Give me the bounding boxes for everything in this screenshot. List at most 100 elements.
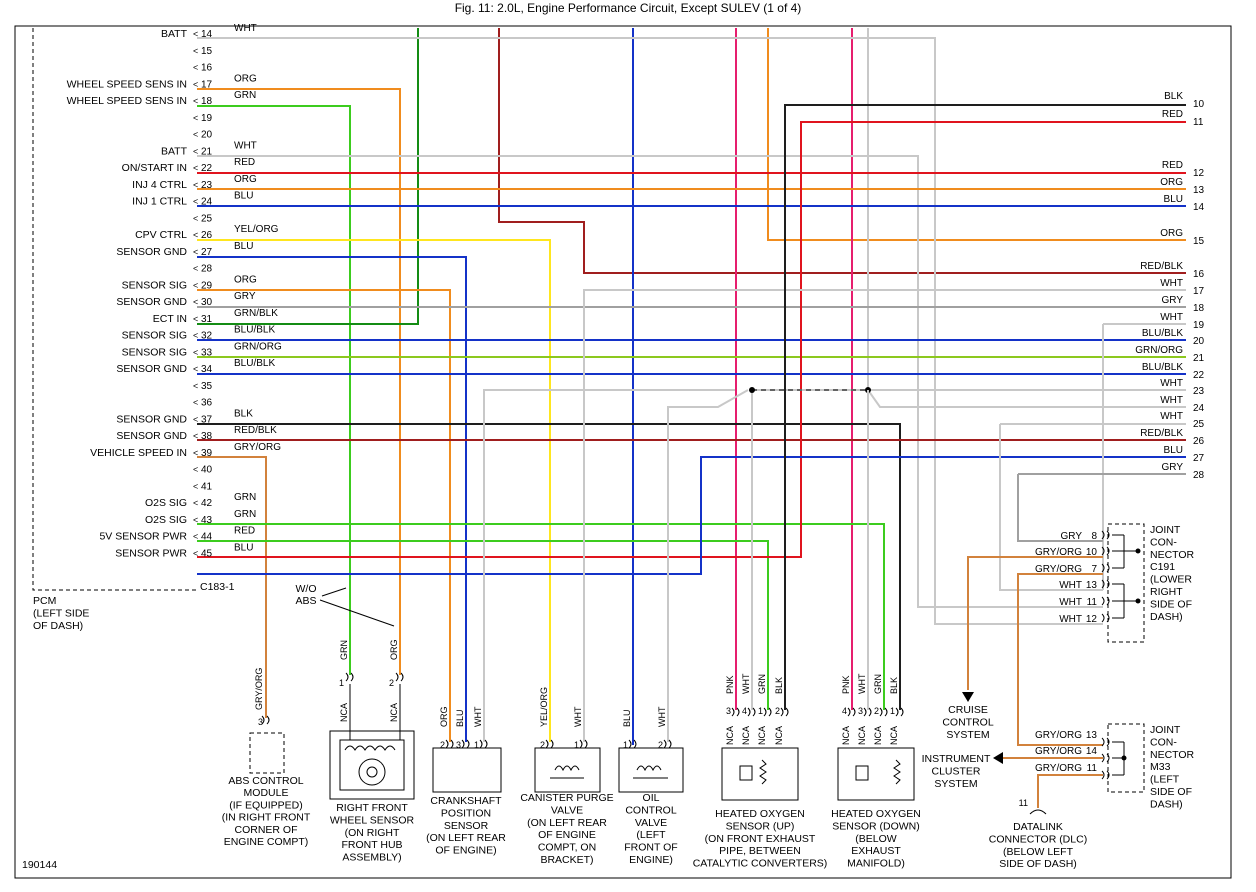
pcm-pin-color: GRN	[234, 492, 256, 503]
pcm-pin-color: BLU	[234, 191, 253, 202]
pcm-pin-color: YEL/ORG	[234, 224, 279, 235]
wheel-pin: 2	[389, 678, 394, 688]
pcm-pin-name: SENSOR GND	[116, 296, 187, 308]
terminal-color: WHT	[1160, 395, 1183, 406]
pcm-pin-number: 44	[201, 532, 213, 543]
wheel-label-line: FRONT HUB	[341, 839, 402, 851]
pcm-label-line: (LEFT SIDE	[33, 607, 89, 619]
m33-label-line: (LEFT	[1150, 774, 1180, 786]
terminal-color: WHT	[1160, 411, 1183, 422]
terminal-number: 15	[1193, 236, 1205, 247]
cluster-arrow-icon	[993, 752, 1003, 764]
ho2s-down-label-line: EXHAUST	[851, 845, 901, 857]
ho2s-up-wire-color: GRN	[757, 674, 767, 694]
pcm-pin-color: ORG	[234, 274, 257, 285]
ckp-wire-color: ORG	[439, 706, 449, 727]
ckp-wire-color: WHT	[473, 706, 483, 727]
wheel-hub	[366, 766, 378, 778]
ho2s-up-box	[721, 747, 799, 801]
c191-wire-color: WHT	[1059, 597, 1082, 608]
m33-label-line: CON-	[1150, 736, 1177, 748]
ocv-label-line: (LEFT	[636, 829, 666, 841]
wheel-wire-color: ORG	[389, 639, 399, 660]
pcm-pin-number: 34	[201, 364, 213, 375]
m33-wire-color: GRY/ORG	[1035, 763, 1082, 774]
abs-pin: 3	[258, 717, 263, 727]
pcm-pin-number: 24	[201, 197, 213, 208]
pcm-pin-color: GRY	[234, 291, 256, 302]
pcm-pin-name: VEHICLE SPEED IN	[90, 447, 187, 459]
terminal-color: BLK	[1164, 91, 1183, 102]
connector-symbol	[345, 672, 354, 682]
pcm-pin-name: SENSOR SIG	[122, 346, 187, 358]
pcm-pin-number: 43	[201, 515, 213, 526]
ocv-label-line: ENGINE)	[629, 854, 673, 866]
pcm-pin-number: 41	[201, 481, 213, 492]
pcm-pin-number: 31	[201, 314, 213, 325]
wire-org-ckp	[197, 289, 451, 742]
purge-label-line: VALVE	[551, 804, 583, 816]
wire-red-blk-16	[498, 28, 1186, 274]
m33-label-line: NECTOR	[1150, 749, 1195, 761]
wheel-wire-color: GRN	[339, 640, 349, 660]
connector-symbol	[261, 715, 270, 725]
dlc-label-line: SIDE OF DASH)	[999, 858, 1077, 870]
ckp-label-line: CRANKSHAFT	[430, 795, 502, 807]
purge-label-line: COMPT, ON	[538, 842, 596, 854]
ckp-box	[432, 747, 502, 793]
wire-blu-ckp	[197, 256, 467, 742]
pcm-pin-number: 30	[201, 297, 213, 308]
m33-label-line: JOINT	[1150, 724, 1181, 736]
ho2s-down-wire-color: WHT	[857, 673, 867, 694]
wire-gry-org-vss	[197, 456, 267, 718]
pcm-pin-bracket: <	[193, 481, 198, 491]
pcm-pin-number: 28	[201, 264, 213, 275]
ckp-label-line: POSITION	[441, 807, 491, 819]
pcm-pin-bracket: <	[193, 29, 198, 39]
c191-label-line: DASH)	[1150, 611, 1183, 623]
cluster-label-line: CLUSTER	[931, 765, 980, 777]
wire-org-15	[767, 28, 1186, 241]
splice-dot	[1121, 755, 1127, 761]
pcm-pin-number: 19	[201, 113, 213, 124]
purge-label-line: OF ENGINE	[538, 829, 596, 841]
pcm-pin-bracket: <	[193, 498, 198, 508]
pcm-pin-number: 37	[201, 414, 213, 425]
pcm-pin-bracket: <	[193, 515, 198, 525]
pcm-pin-bracket: <	[193, 96, 198, 106]
terminal-number: 28	[1193, 470, 1205, 481]
c191-label-line: RIGHT	[1150, 586, 1183, 598]
connector-symbol	[1101, 579, 1110, 589]
wheel-label-line: RIGHT FRONT	[336, 802, 408, 814]
wire-wht-25-down	[999, 424, 1103, 591]
wire-blk-10	[784, 104, 1186, 710]
pcm-pin-bracket: <	[193, 79, 198, 89]
c191-wire-color: WHT	[1059, 580, 1082, 591]
pcm-pin-color: BLU/BLK	[234, 325, 275, 336]
ocv-box	[618, 747, 684, 793]
pcm-pin-color: RED	[234, 526, 255, 537]
c191-pin: 11	[1087, 597, 1098, 608]
c191-wire-color: GRY/ORG	[1035, 564, 1082, 575]
wheel-tone-ring	[358, 758, 386, 786]
pcm-pin-number: 22	[201, 163, 213, 174]
ckp-pin: 2	[440, 740, 445, 750]
pcm-pin-bracket: <	[193, 548, 198, 558]
pcm-pin-color: WHT	[234, 140, 257, 151]
connector-symbol	[780, 707, 789, 717]
ho2s-up-wire-color: BLK	[774, 677, 784, 694]
purge-label-line: (ON LEFT REAR	[527, 817, 607, 829]
wire-wht-24	[752, 389, 1186, 408]
ho2s-up-element	[739, 765, 753, 781]
dlc-label-line: CONNECTOR (DLC)	[989, 833, 1087, 845]
ho2s-up-pin: 1	[758, 706, 763, 716]
ho2s-up-label-line: CATALYTIC CONVERTERS)	[693, 858, 828, 870]
pcm-pin-bracket: <	[193, 130, 198, 140]
pcm-pin-name: 5V SENSOR PWR	[99, 531, 187, 543]
pcm-pin-bracket: <	[193, 264, 198, 274]
connector-symbol	[628, 739, 637, 749]
wire-wht-ocv	[667, 389, 749, 742]
abs-label-line: ENGINE COMPT)	[224, 836, 309, 848]
